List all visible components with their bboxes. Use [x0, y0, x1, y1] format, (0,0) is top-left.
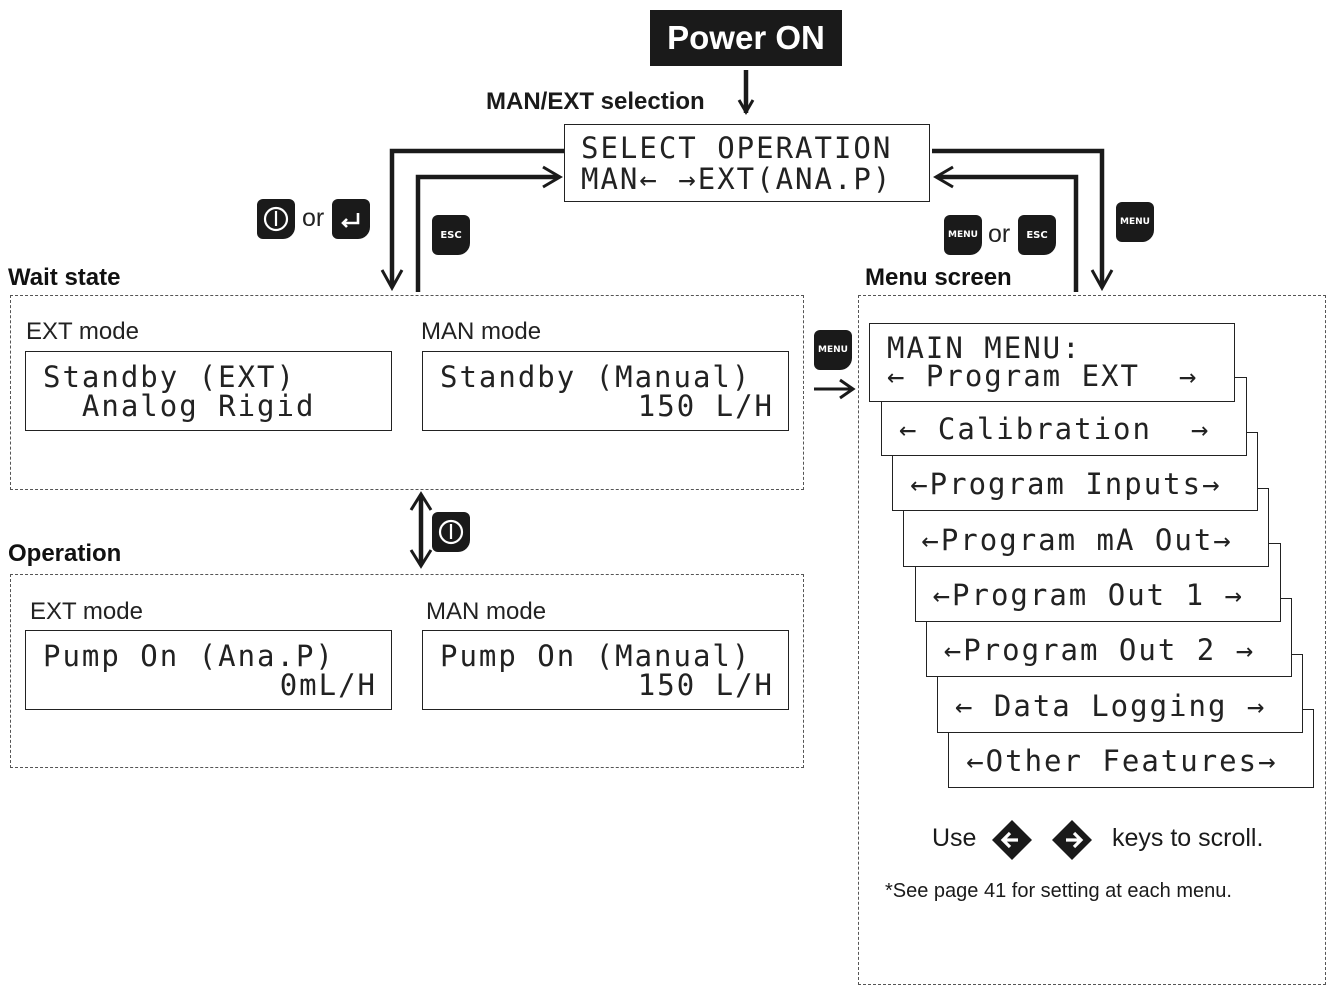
- right-arrow-key[interactable]: [1052, 820, 1092, 860]
- select-operation-screen: SELECT OPERATION MAN← →EXT(ANA.P): [564, 124, 930, 202]
- power-icon: [263, 206, 289, 232]
- lcd-line-1: SELECT OPERATION: [581, 131, 893, 165]
- lcd-line-2: MAN← →EXT(ANA.P): [581, 162, 893, 196]
- or-text: or: [302, 204, 325, 232]
- lcd-line-1: Standby (Manual): [440, 360, 752, 394]
- menu-item-label: ←Program Inputs→: [910, 467, 1222, 502]
- select-to-wait-arrow: [389, 148, 564, 285]
- menu-item-label: ← Calibration →: [899, 412, 1211, 446]
- menu-screen-title: Menu screen: [865, 264, 1012, 291]
- menu-key-mid[interactable]: MENU: [814, 330, 852, 370]
- op-man-screen: Pump On (Manual) 150 L/H: [422, 630, 789, 710]
- lcd-line-1: Pump On (Manual): [440, 639, 752, 673]
- main-menu-screen: MAIN MENU: ← Program EXT →: [869, 323, 1235, 402]
- power-key-mid[interactable]: [432, 512, 470, 552]
- man-ext-selection-label: MAN/EXT selection: [486, 88, 705, 115]
- lcd-line-2: 150 L/H: [637, 389, 774, 423]
- esc-to-select-arrow: [415, 174, 558, 292]
- menu-key-right[interactable]: MENU: [1116, 202, 1154, 242]
- menu-item-label: ←Program Out 2 →: [943, 633, 1256, 668]
- select-to-menu-arrow: [932, 148, 1105, 285]
- menu-item-label: ← Data Logging →: [955, 688, 1267, 723]
- lcd-line-2: Analog Rigid: [43, 389, 316, 423]
- wait-man-mode-label: MAN mode: [421, 318, 542, 345]
- lcd-line-2: 0mL/H: [279, 668, 377, 702]
- scroll-use-text: Use: [932, 824, 977, 852]
- esc-key-right[interactable]: ESC: [1018, 215, 1056, 255]
- operation-title: Operation: [8, 540, 122, 567]
- menu-item-label: ←Program mA Out→: [921, 522, 1233, 557]
- operation-panel: [10, 574, 804, 768]
- lcd-line-1: Pump On (Ana.P): [43, 639, 335, 673]
- power-icon: [438, 519, 464, 545]
- lcd-line-1: Standby (EXT): [43, 360, 296, 394]
- lcd-line-1: MAIN MENU:: [887, 331, 1082, 365]
- op-ext-screen: Pump On (Ana.P) 0mL/H: [25, 630, 392, 710]
- menu-key-left[interactable]: MENU: [944, 215, 982, 255]
- enter-icon: [341, 213, 360, 228]
- lcd-line-2: ← Program EXT →: [887, 359, 1199, 393]
- or-text-right: or: [988, 220, 1011, 248]
- menu-item-label: ←Other Features→: [966, 743, 1278, 778]
- power-key[interactable]: [257, 199, 295, 239]
- footnote: *See page 41 for setting at each menu.: [885, 880, 1232, 902]
- wait-state-title: Wait state: [8, 264, 121, 291]
- power-on-label: Power ON: [650, 10, 842, 66]
- scroll-tail-text: keys to scroll.: [1112, 824, 1264, 852]
- wait-man-screen: Standby (Manual) 150 L/H: [422, 351, 789, 431]
- menu-item-label: ←Program Out 1 →: [932, 577, 1244, 612]
- op-ext-mode-label: EXT mode: [30, 598, 143, 625]
- right-arrow-icon: [1052, 820, 1092, 860]
- wait-state-panel: [10, 295, 804, 490]
- menu-to-select-arrow: [938, 174, 1079, 292]
- left-arrow-key[interactable]: [992, 820, 1032, 860]
- esc-key-left[interactable]: ESC: [432, 215, 470, 255]
- enter-key[interactable]: [332, 199, 370, 239]
- op-man-mode-label: MAN mode: [426, 598, 547, 625]
- wait-ext-screen: Standby (EXT) Analog Rigid: [25, 351, 392, 431]
- wait-ext-mode-label: EXT mode: [26, 318, 139, 345]
- lcd-line-2: 150 L/H: [637, 668, 774, 702]
- left-arrow-icon: [992, 820, 1032, 860]
